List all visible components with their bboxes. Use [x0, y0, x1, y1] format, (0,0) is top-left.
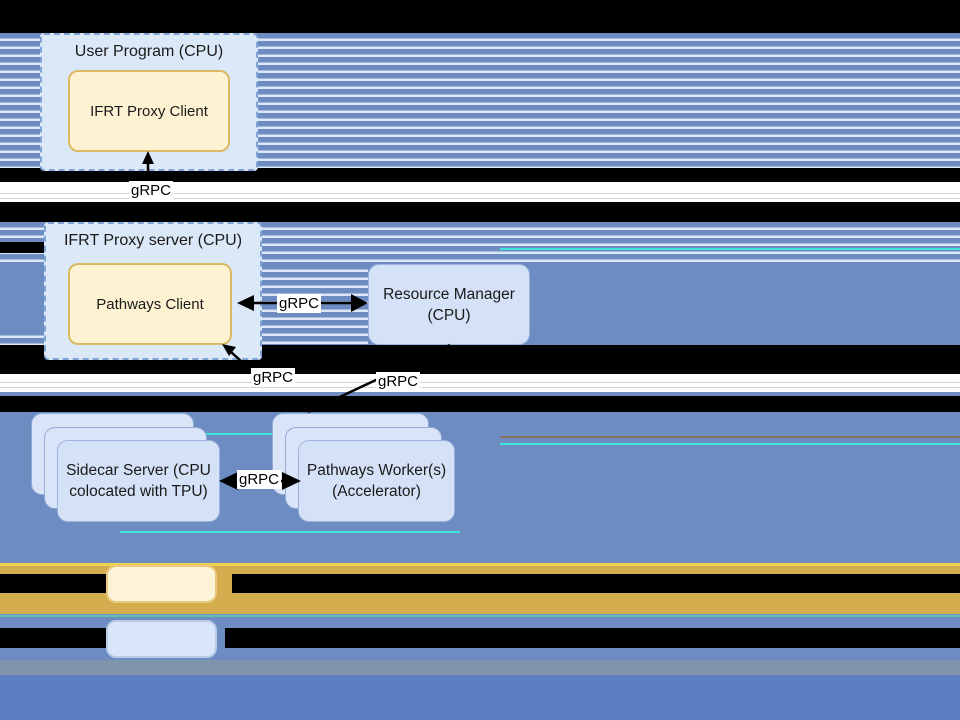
legend-entry1-redaction-left: [0, 574, 106, 593]
glitch-band-black-top: [0, 0, 960, 33]
glitch-line-brown-1: [500, 436, 960, 438]
edge-label-grpc-sidecar-workers: gRPC: [237, 470, 282, 489]
edge-sidecar-workers-arrowhead-left: [219, 472, 238, 490]
glitch-line-cyan-2: [205, 433, 280, 435]
glitch-band-black-3: [0, 202, 960, 222]
node-pathways-client-label: Pathways Client: [96, 295, 204, 313]
glitch-notch-black-left: [0, 242, 44, 253]
node-resource-manager-label-line1: Resource Manager: [383, 285, 515, 303]
glitch-line-teal-1: [0, 615, 960, 617]
edge-label-grpc-proxy-client: gRPC: [129, 181, 174, 200]
legend-swatch-blue: [106, 620, 217, 658]
node-sidecar-server-label-line1: Sidecar Server (CPU: [66, 462, 211, 479]
node-pathways-client: Pathways Client: [68, 263, 232, 345]
glitch-patch-stripes-left: [0, 330, 44, 346]
node-pathways-workers: Pathways Worker(s) (Accelerator): [298, 440, 455, 522]
legend-entry2-redaction-left: [0, 628, 106, 648]
glitch-line-cyan-4: [120, 531, 460, 533]
node-sidecar-server: Sidecar Server (CPU colocated with TPU): [57, 440, 220, 522]
glitch-thinline-2: [0, 198, 960, 199]
node-resource-manager: Resource Manager (CPU): [368, 264, 530, 345]
glitch-line-cyan-1: [500, 248, 960, 250]
glitch-band-white-1: [0, 182, 960, 202]
node-resource-manager-label-line2: (CPU): [427, 306, 471, 324]
glitch-thinline-3: [0, 382, 960, 383]
band-blue-bottom: [0, 675, 960, 720]
edge-label-grpc-server-diag: gRPC: [251, 368, 296, 387]
legend-gold-band-highlight: [0, 563, 960, 566]
legend-entry1-text-redacted: [232, 574, 960, 593]
node-ifrt-proxy-server-label: IFRT Proxy server (CPU): [63, 232, 243, 249]
node-user-program-label: User Program (CPU): [74, 43, 224, 60]
glitch-band-black-5: [0, 396, 960, 412]
node-pathways-workers-label-line2: (Accelerator): [332, 483, 421, 500]
glitch-thinline-4: [0, 387, 960, 388]
band-gray-bottom: [0, 660, 960, 675]
edge-label-grpc-rm-workers: gRPC: [376, 372, 421, 391]
legend-entry2-text-redacted: [225, 628, 960, 648]
glitch-band-black-2: [0, 168, 960, 182]
legend-swatch-yellow: [106, 565, 217, 603]
glitch-band-white-2: [0, 374, 960, 392]
glitch-thinline-1: [0, 193, 960, 194]
node-ifrt-proxy-client-label: IFRT Proxy Client: [90, 102, 208, 120]
node-pathways-workers-label-line1: Pathways Worker(s): [306, 462, 447, 479]
edge-label-grpc-client-rm: gRPC: [277, 294, 322, 313]
node-ifrt-proxy-client: IFRT Proxy Client: [68, 70, 230, 152]
node-sidecar-server-label-line2: colocated with TPU): [69, 483, 208, 500]
glitch-line-cyan-3: [500, 443, 960, 445]
